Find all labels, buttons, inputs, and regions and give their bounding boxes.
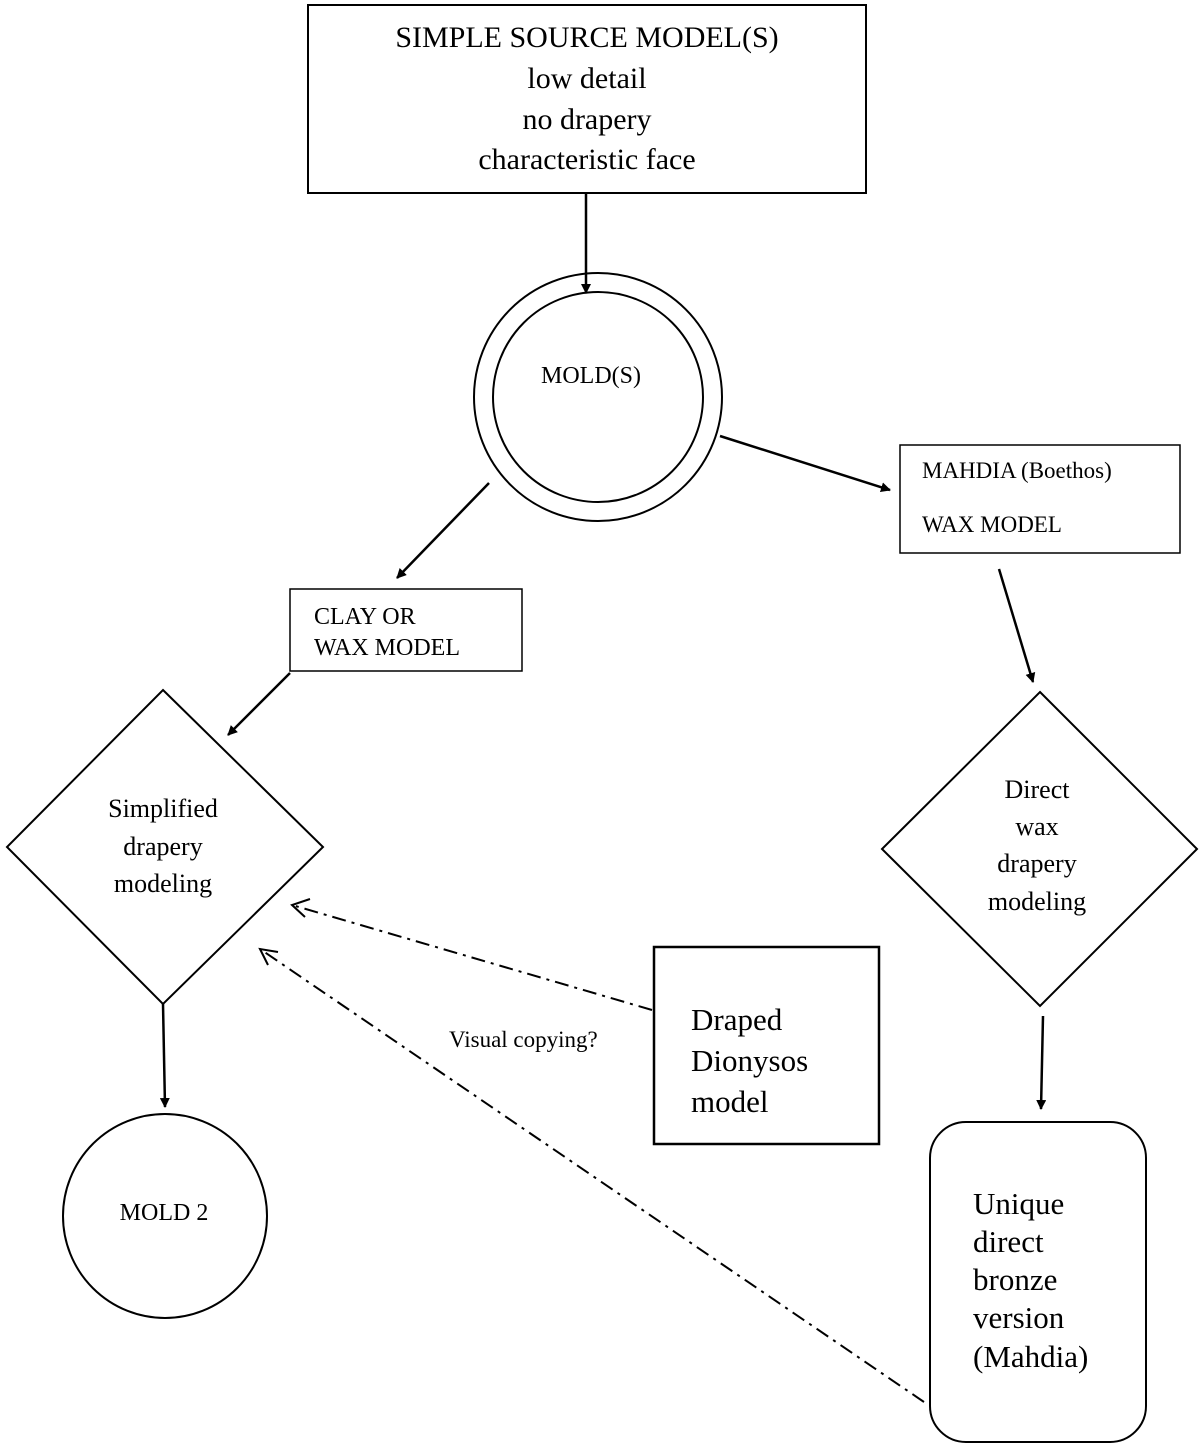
dionysos-line1: Draped — [691, 1002, 783, 1037]
simplified-line2: drapery — [123, 831, 203, 861]
arrow-simplified-to-mold2 — [159, 1003, 170, 1108]
direct-line1: Direct — [1004, 775, 1070, 804]
bronze-line5: (Mahdia) — [973, 1338, 1089, 1374]
dionysos-line2: Dionysos — [691, 1042, 809, 1078]
bronze-line1: Unique — [973, 1186, 1065, 1221]
mold-outer-circle — [473, 272, 723, 522]
direct-line3: drapery — [997, 849, 1077, 879]
bronze-box-label: Unique direct bronze version (Mahdia) — [973, 1185, 1088, 1376]
source-box-shape — [307, 4, 867, 194]
bronze-line3: bronze — [973, 1262, 1058, 1298]
bronze-box-shape — [929, 1121, 1147, 1443]
mahdia-box-shape — [899, 444, 1181, 554]
clay-box-line1: CLAY OR — [314, 604, 416, 630]
dionysos-line3: model — [691, 1083, 769, 1119]
arrow-direct-to-bronze — [1036, 1015, 1047, 1110]
mahdia-box-line1: MAHDIA (Boethos) — [922, 458, 1112, 483]
direct-line4: modeling — [987, 886, 1087, 916]
source-box-line1: low detail — [527, 61, 647, 95]
mahdia-box-line2: WAX MODEL — [922, 512, 1062, 537]
simplified-line3: modeling — [113, 869, 213, 899]
direct-diamond-label: Direct wax drapery modeling — [988, 771, 1086, 920]
dashed-arrow-dionysos-to-simplified — [291, 904, 653, 1011]
source-box-line3: characteristic face — [478, 143, 696, 177]
arrow-mold-to-mahdia — [719, 434, 891, 493]
bronze-line2: direct — [973, 1224, 1044, 1260]
source-box-line2: no drapery — [522, 102, 652, 136]
mahdia-box-label: MAHDIA (Boethos) WAX MODEL — [922, 458, 1112, 538]
direct-line2: wax — [1015, 812, 1059, 842]
mold-inner-circle — [492, 291, 704, 503]
visual-copying-label: Visual copying? — [449, 1027, 598, 1052]
mold-label: MOLD(S) — [541, 363, 641, 389]
arrow-mold-to-clay — [396, 482, 490, 579]
mold2-circle — [62, 1113, 268, 1319]
dionysos-box-shape — [652, 945, 881, 1146]
clay-box-label: CLAY OR WAX MODEL — [314, 602, 460, 664]
dashed-arrowhead-bronze — [258, 947, 279, 966]
simplified-diamond-label: Simplified drapery modeling — [108, 790, 218, 903]
dashed-arrowhead-dionysos — [290, 898, 311, 918]
dashed-arrow-bronze-to-simplified — [259, 948, 925, 1403]
clay-box-shape — [289, 588, 523, 672]
source-box-label: SIMPLE SOURCE MODEL(S) low detail no dra… — [395, 18, 778, 181]
dionysos-box-label: Draped Dionysos model — [691, 1000, 808, 1123]
arrow-mahdia-to-direct — [997, 568, 1036, 683]
direct-diamond-shape — [880, 690, 1199, 1008]
arrow-clay-to-simplified — [227, 672, 291, 736]
simplified-line1: Simplified — [108, 794, 218, 823]
mold2-label: MOLD 2 — [119, 1200, 209, 1226]
bronze-line4: version — [973, 1300, 1065, 1336]
clay-box-line2: WAX MODEL — [314, 635, 460, 662]
source-box-title: SIMPLE SOURCE MODEL(S) — [395, 21, 779, 54]
